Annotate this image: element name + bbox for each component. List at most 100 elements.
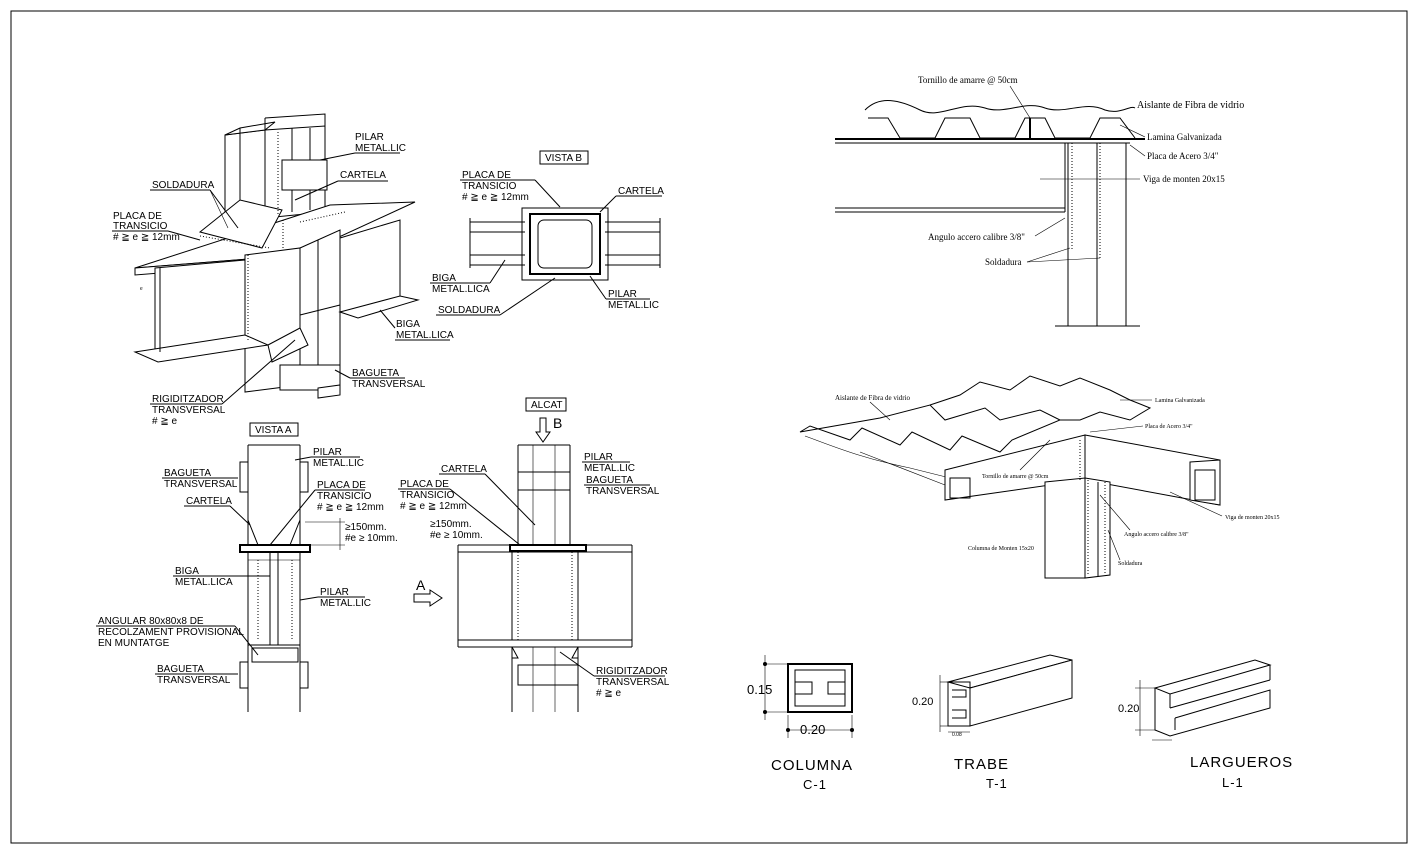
roof-section-labels: Tornillo de amarre @ 50cm Aislante de Fi… [918,75,1244,267]
label-rigid-2: TRANSVERSAL [152,405,226,416]
trabe-code: T-1 [986,776,1008,791]
label-rigid-1: RIGIDITZADOR [152,394,224,405]
rs-lamina: Lamina Galvanizada [1147,132,1222,142]
al-placa-3: # ≧ e ≧ 12mm [400,501,467,512]
alcat-labels: PILAR METAL.LIC BAGUETA TRANSVERSAL CART… [398,452,670,699]
columna-code: C-1 [803,777,827,792]
label-placa-3: # ≧ e ≧ 12mm [113,232,180,243]
va-pilar-2: METAL.LIC [313,458,364,469]
rs-tornillo: Tornillo de amarre @ 50cm [918,75,1018,85]
va-pilar2-2: METAL.LIC [320,598,371,609]
al-cartela: CARTELA [441,464,487,475]
label-bagueta-2: TRANSVERSAL [352,379,426,390]
va-bagueta2-1: BAGUETA [157,664,204,675]
iso-joint-drawing: e [133,113,420,399]
roof-iso-detail [799,375,1221,579]
label-cartela-1: CARTELA [340,170,386,181]
rs-angulo: Angulo accero calibre 3/8" [928,232,1025,242]
va-dim-150: ≥150mm. [345,522,387,533]
va-placa-2: TRANSICIO [317,491,372,502]
label-b-arrow: B [553,415,562,431]
ri-soldadura: Soldadura [1118,561,1143,567]
section-columna: 0.15 0.20 COLUMNA C-1 [747,655,854,792]
al-dim-10: #e ≥ 10mm. [430,530,483,541]
ri-placa: Placa de Acero 3/4" [1145,424,1193,430]
rs-aislante: Aislante de Fibra de vidrio [1137,100,1244,111]
vista-b-drawing: VISTA B [469,150,661,281]
label-pilar: PILAR [355,132,384,143]
columna-dim-h: 0.15 [747,682,772,697]
ri-lamina: Lamina Galvanizada [1155,398,1205,404]
va-pilar-1: PILAR [313,447,342,458]
sheet-border [10,10,1408,844]
al-rigid-1: RIGIDITZADOR [596,666,668,677]
vb-placa-2: TRANSICIO [462,181,517,192]
label-vista-b: VISTA B [545,153,582,164]
ri-columna: Columna de Monten 15x20 [968,546,1034,552]
vista-a-drawing: VISTA A [239,422,345,712]
vb-placa-1: PLACA DE [462,170,511,181]
label-biga-2: METAL.LICA [396,330,454,341]
al-dim-150: ≥150mm. [430,519,472,530]
al-rigid-3: # ≧ e [596,688,621,699]
roof-iso-labels: Aislante de Fibra de vidrio Lamina Galva… [835,394,1279,567]
vb-soldadura: SOLDADURA [438,305,501,316]
va-placa-3: # ≧ e ≧ 12mm [317,502,384,513]
ri-viga: Viga de monten 20x15 [1225,515,1279,521]
vb-cartela: CARTELA [618,186,664,197]
largueros-code: L-1 [1222,775,1244,790]
ri-tornillo: Tornillo de amarre @ 50cm [982,474,1049,480]
va-bagueta-2: TRANSVERSAL [164,479,238,490]
va-angular-3: EN MUNTATGE [98,638,170,649]
label-rigid-3: # ≧ e [152,416,177,427]
vb-pilar-1: PILAR [608,289,637,300]
va-biga-1: BIGA [175,566,199,577]
va-bagueta2-2: TRANSVERSAL [157,675,231,686]
section-trabe: 0.20 0.08 TRABE T-1 [912,654,1073,791]
label-bagueta-1: BAGUETA [352,368,399,379]
va-angular-1: ANGULAR 80x80x8 DE [98,616,204,627]
va-angular-2: RECOLZAMENT PROVISIONAL [98,627,244,638]
va-bagueta-1: BAGUETA [164,468,211,479]
label-soldadura-1: SOLDADURA [152,180,215,191]
ri-angulo: Angulo accero calibre 3/8" [1124,532,1189,538]
vb-biga-2: METAL.LICA [432,284,490,295]
svg-text:e: e [140,286,143,292]
va-biga-2: METAL.LICA [175,577,233,588]
va-dim-10: #e ≥ 10mm. [345,533,398,544]
section-largueros: 0.20 LARGUEROS L-1 [1118,659,1293,790]
al-placa-1: PLACA DE [400,479,449,490]
va-placa-1: PLACA DE [317,480,366,491]
trabe-title: TRABE [954,756,1009,773]
alcat-drawing: ALCAT B A [413,397,633,712]
vb-pilar-2: METAL.LIC [608,300,659,311]
rs-placa: Placa de Acero 3/4" [1147,151,1219,161]
va-cartela: CARTELA [186,496,232,507]
columna-title: COLUMNA [771,757,853,774]
label-metal-lic: METAL.LIC [355,143,406,154]
al-pilar-2: METAL.LIC [584,463,635,474]
label-vista-a: VISTA A [255,425,292,436]
roof-section-detail [835,100,1145,327]
al-pilar-1: PILAR [584,452,613,463]
al-bagueta-2: TRANSVERSAL [586,486,660,497]
al-bagueta-1: BAGUETA [586,475,633,486]
vista-b-labels: PLACA DE TRANSICIO # ≧ e ≧ 12mm CARTELA … [430,170,664,316]
label-placa-1: PLACA DE [113,211,162,222]
iso-joint-labels: PILAR METAL.LIC CARTELA SOLDADURA PLACA … [112,132,454,427]
al-rigid-2: TRANSVERSAL [596,677,670,688]
al-placa-2: TRANSICIO [400,490,455,501]
largueros-title: LARGUEROS [1190,754,1293,771]
rs-viga: Viga de monten 20x15 [1143,174,1225,184]
va-pilar2-1: PILAR [320,587,349,598]
ri-aislante: Aislante de Fibra de vidrio [835,394,911,402]
vb-biga-1: BIGA [432,273,456,284]
label-alcat: ALCAT [531,400,563,411]
vb-placa-3: # ≧ e ≧ 12mm [462,192,529,203]
label-placa-2: TRANSICIO [113,221,168,232]
label-a-arrow: A [416,577,426,593]
label-biga-1: BIGA [396,319,420,330]
trabe-dim-w: 0.08 [952,732,962,738]
rs-soldadura: Soldadura [985,257,1022,267]
